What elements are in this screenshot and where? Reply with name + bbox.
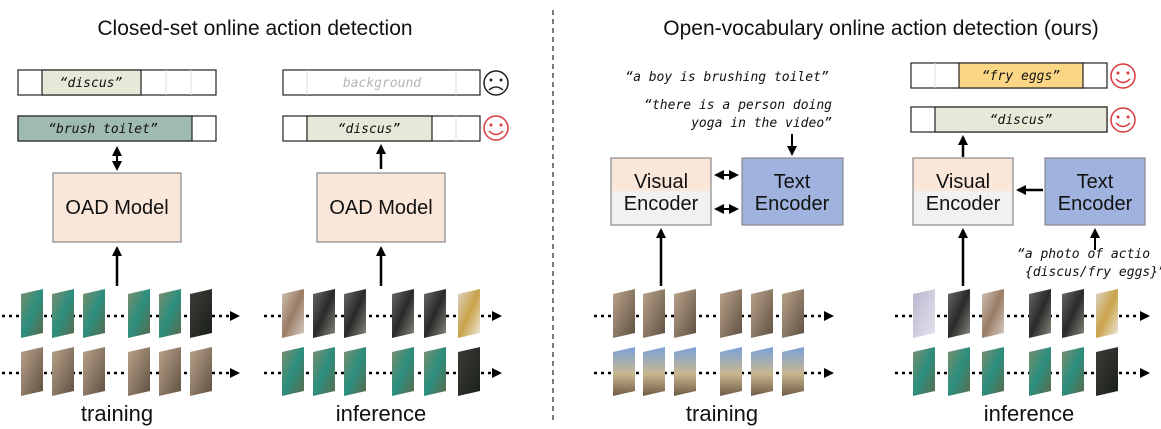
happy-face-icon — [483, 115, 509, 141]
open-infer-visual-encoder: Visual Encoder — [912, 157, 1014, 226]
closed-infer-label-bar-2: “discus” — [282, 115, 481, 142]
open-infer-visual-encoder-line2: Encoder — [926, 193, 1001, 215]
open-infer-label-fry-eggs: “fry eggs” — [982, 69, 1060, 84]
closed-train-oad-model-label: OAD Model — [65, 197, 168, 219]
open-train-caption: training — [686, 401, 758, 426]
closed-infer-oad-model — [316, 172, 446, 243]
closed-train-frames-row-1 — [2, 289, 240, 338]
open-train-visual-encoder-line1: Visual — [634, 171, 688, 193]
closed-infer-frames-row-1 — [264, 289, 502, 338]
closed-train-caption: training — [81, 401, 153, 426]
left-title: Closed-set online action detection — [97, 17, 412, 40]
open-infer-prompt-line1: “a photo of actio — [1017, 247, 1150, 262]
open-train-caption-text-1: “a boy is brushing toilet” — [625, 70, 829, 85]
sad-face-icon — [483, 70, 509, 96]
closed-train-frames-row-2 — [2, 347, 240, 396]
closed-infer-oad-model-label: OAD Model — [329, 197, 432, 219]
open-infer-label-bar-1: “fry eggs” — [910, 62, 1108, 89]
open-train-visual-encoder-line2: Encoder — [624, 193, 699, 215]
closed-train-label-bar-1: “discus” — [17, 69, 217, 96]
open-train-frames-row-1 — [594, 289, 834, 338]
open-infer-prompt-line2: {discus/fry eggs}” — [1025, 265, 1161, 280]
open-train-frames-row-2 — [594, 347, 834, 396]
closed-infer-label-discus: “discus” — [338, 122, 401, 137]
open-infer-label-discus: “discus” — [990, 113, 1053, 128]
open-infer-text-encoder: Text Encoder — [1044, 157, 1146, 226]
open-train-text-encoder: Text Encoder — [741, 157, 844, 226]
closed-infer-label-background: background — [343, 76, 421, 91]
open-train-caption-text-2a: “there is a person doing — [644, 98, 832, 113]
closed-infer-label-bar-1: background — [282, 69, 481, 96]
happy-face-icon — [1110, 107, 1136, 133]
open-infer-caption: inference — [984, 401, 1075, 426]
open-infer-visual-encoder-line1: Visual — [936, 171, 990, 193]
closed-infer-caption: inference — [336, 401, 427, 426]
open-infer-frames-row-1 — [895, 289, 1150, 338]
closed-infer-frames-row-2 — [264, 347, 502, 396]
closed-train-label-discus: “discus” — [60, 76, 123, 91]
closed-train-label-bar-2: “brush toilet” — [17, 115, 217, 142]
open-train-text-encoder-line1: Text — [774, 171, 811, 193]
open-infer-text-encoder-line2: Encoder — [1058, 193, 1133, 215]
right-title: Open-vocabulary online action detection … — [663, 17, 1098, 40]
open-infer-text-encoder-line1: Text — [1077, 171, 1114, 193]
open-infer-frames-row-2 — [895, 347, 1150, 396]
open-train-caption-text-2b: yoga in the video” — [690, 116, 832, 131]
happy-face-icon — [1110, 63, 1136, 89]
open-infer-label-bar-2: “discus” — [910, 106, 1108, 133]
open-train-text-encoder-line2: Encoder — [755, 193, 830, 215]
closed-train-oad-model — [52, 172, 182, 243]
open-train-visual-encoder: Visual Encoder — [610, 157, 712, 226]
closed-train-label-brush-toilet: “brush toilet” — [48, 122, 158, 137]
